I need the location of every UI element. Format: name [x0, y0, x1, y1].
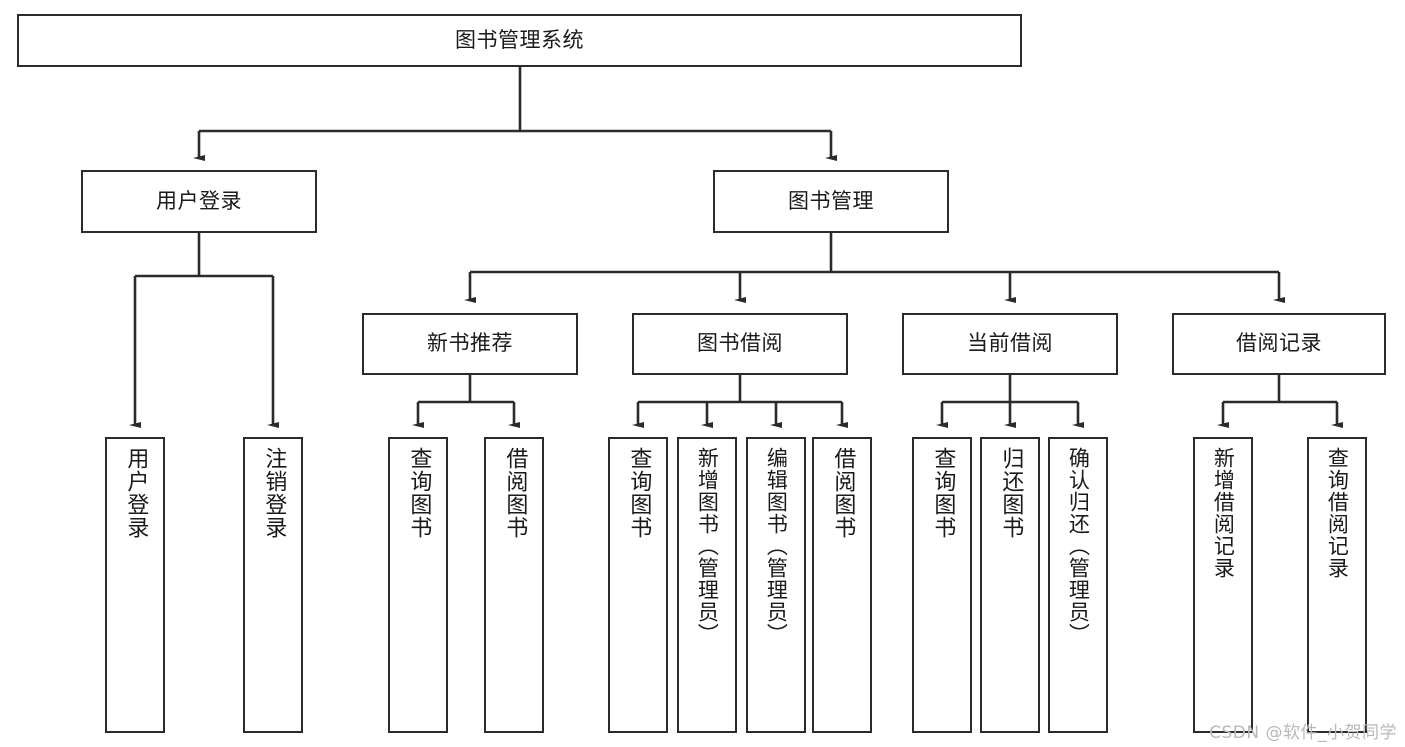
node-leaf-add-record[interactable]: 新增借阅记录 — [1193, 437, 1253, 733]
node-borrow-record-label: 借阅记录 — [1236, 331, 1322, 356]
node-leaf-edit-book-label: 编辑图书（管理员） — [764, 447, 789, 645]
node-leaf-user-logout[interactable]: 注销登录 — [243, 437, 303, 733]
node-user-login-label: 用户登录 — [156, 188, 242, 213]
node-user-login[interactable]: 用户登录 — [81, 170, 317, 233]
node-new-book-rec-label: 新书推荐 — [427, 331, 513, 356]
node-leaf-borrow-book-2-label: 借阅图书 — [830, 447, 856, 539]
node-book-borrow-label: 图书借阅 — [697, 331, 783, 356]
watermark-text: CSDN @软件_小贺同学 — [1209, 723, 1397, 743]
node-leaf-query-book-3[interactable]: 查询图书 — [912, 437, 972, 733]
node-leaf-add-book-label: 新增图书（管理员） — [695, 447, 720, 645]
node-borrow-record[interactable]: 借阅记录 — [1172, 313, 1386, 375]
node-current-borrow[interactable]: 当前借阅 — [902, 313, 1118, 375]
node-leaf-query-record[interactable]: 查询借阅记录 — [1307, 437, 1367, 733]
node-leaf-borrow-book-1-label: 借阅图书 — [502, 447, 528, 539]
node-book-manage-label: 图书管理 — [788, 188, 874, 213]
node-leaf-query-record-label: 查询借阅记录 — [1325, 447, 1350, 579]
node-leaf-query-book-2-label: 查询图书 — [626, 447, 652, 539]
node-leaf-add-book[interactable]: 新增图书（管理员） — [677, 437, 737, 733]
node-leaf-query-book-1-label: 查询图书 — [406, 447, 432, 539]
node-leaf-query-book-1[interactable]: 查询图书 — [388, 437, 448, 733]
node-leaf-user-login-label: 用户登录 — [123, 447, 149, 539]
node-leaf-confirm-return-label: 确认归还（管理员） — [1066, 447, 1091, 645]
node-leaf-query-book-3-label: 查询图书 — [930, 447, 956, 539]
node-new-book-rec[interactable]: 新书推荐 — [362, 313, 578, 375]
node-leaf-add-record-label: 新增借阅记录 — [1211, 447, 1236, 579]
node-leaf-user-login[interactable]: 用户登录 — [105, 437, 165, 733]
node-leaf-query-book-2[interactable]: 查询图书 — [608, 437, 668, 733]
node-book-borrow[interactable]: 图书借阅 — [632, 313, 848, 375]
node-leaf-confirm-return[interactable]: 确认归还（管理员） — [1048, 437, 1108, 733]
node-leaf-user-logout-label: 注销登录 — [261, 447, 287, 539]
node-root[interactable]: 图书管理系统 — [17, 14, 1022, 67]
node-root-label: 图书管理系统 — [455, 27, 584, 52]
node-leaf-edit-book[interactable]: 编辑图书（管理员） — [746, 437, 806, 733]
node-leaf-borrow-book-1[interactable]: 借阅图书 — [484, 437, 544, 733]
node-leaf-return-book[interactable]: 归还图书 — [980, 437, 1040, 733]
node-book-manage[interactable]: 图书管理 — [713, 170, 949, 233]
node-leaf-return-book-label: 归还图书 — [998, 447, 1024, 539]
node-current-borrow-label: 当前借阅 — [967, 331, 1053, 356]
node-leaf-borrow-book-2[interactable]: 借阅图书 — [812, 437, 872, 733]
